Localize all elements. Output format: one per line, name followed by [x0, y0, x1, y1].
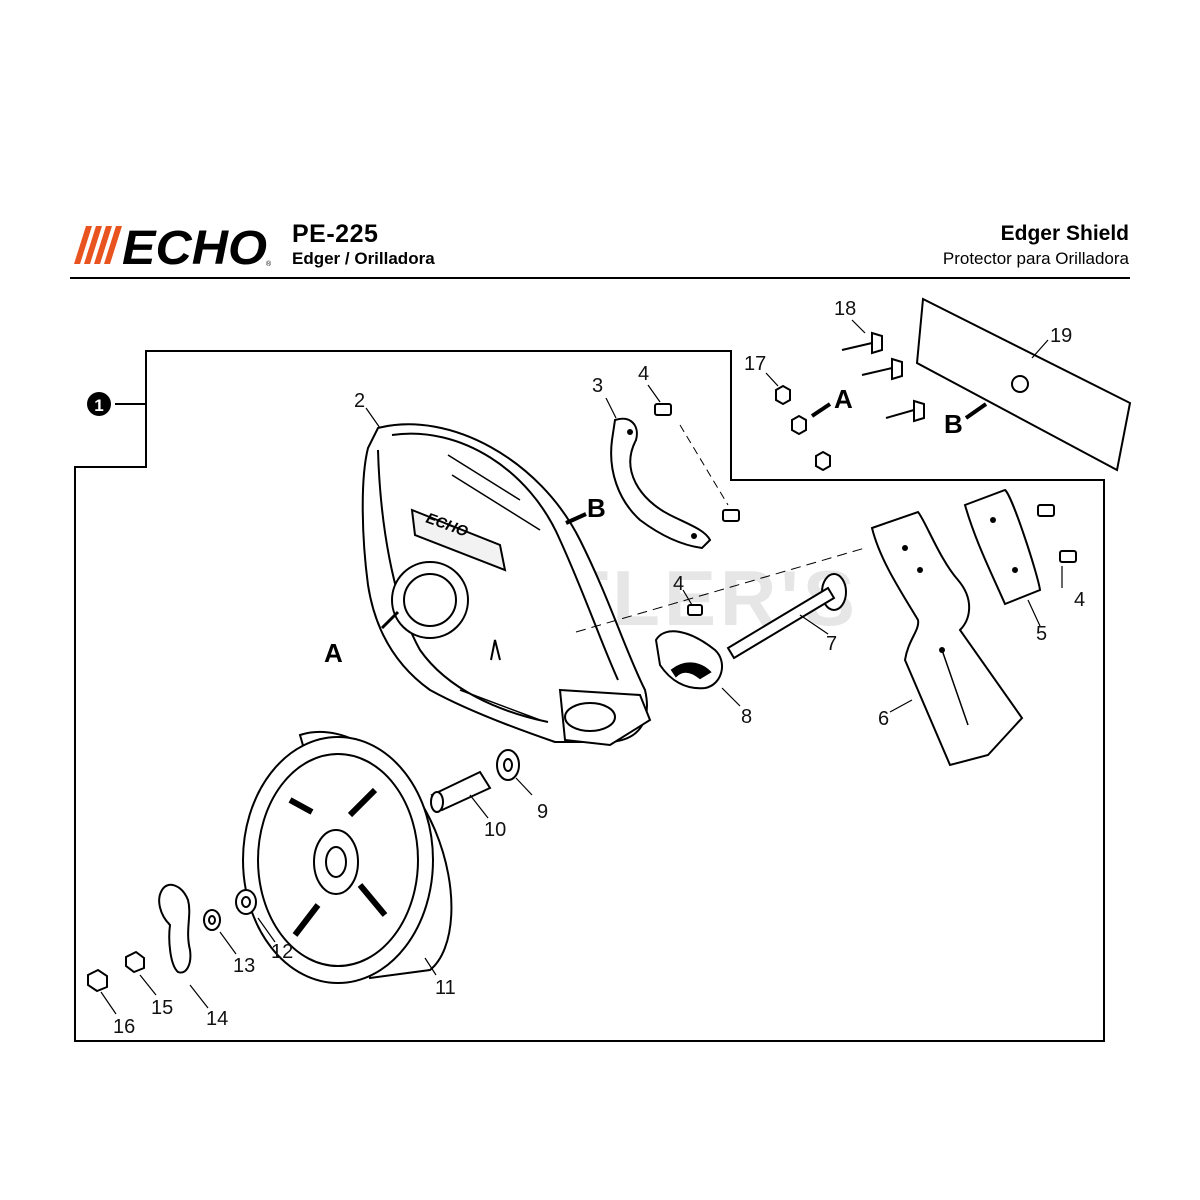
- callout-16: 16: [113, 1016, 135, 1038]
- callout-19: 19: [1050, 325, 1072, 347]
- callout-13: 13: [233, 955, 255, 977]
- wheel: [242, 730, 453, 984]
- depth-plate: [870, 510, 1024, 767]
- spacer-tube: [430, 770, 492, 813]
- callout-3: 3: [592, 375, 603, 397]
- carriage-bolt: [726, 573, 847, 660]
- logo-wordmark: ECHO: [122, 222, 267, 268]
- reference-mark-a: A: [324, 638, 343, 668]
- callout-6: 6: [878, 708, 889, 730]
- reference-mark-a: A: [834, 384, 853, 414]
- svg-text:®: ®: [266, 260, 272, 268]
- section-title-spanish: Protector para Orilladora: [942, 249, 1129, 268]
- product-subtitle: Edger / Orilladora: [292, 249, 435, 268]
- callout-15: 15: [151, 997, 173, 1019]
- callout-4: 4: [673, 573, 684, 595]
- screw: [654, 403, 1077, 616]
- callout-18: 18: [834, 298, 856, 320]
- bracket: [610, 417, 712, 550]
- inset-hardware: [775, 331, 925, 472]
- svg-text:1: 1: [94, 396, 103, 415]
- callout-9: 9: [537, 801, 548, 823]
- assembly-border: [74, 350, 1105, 1042]
- mounting-plate: [963, 488, 1042, 606]
- callout-8: 8: [741, 706, 752, 728]
- callout-4: 4: [1074, 589, 1085, 611]
- section-title: Edger Shield: [1000, 222, 1129, 245]
- leader-lines: [100, 319, 1063, 1015]
- assembly-marker: 1: [87, 392, 111, 416]
- callout-14: 14: [206, 1008, 228, 1030]
- reference-mark-b: B: [587, 493, 606, 523]
- callout-17: 17: [744, 353, 766, 375]
- model-number: PE-225: [292, 220, 379, 248]
- edger-shield-housing: ECHO: [361, 423, 652, 747]
- edger-blade: [915, 297, 1132, 472]
- washer: [496, 749, 520, 781]
- guide-plate: [654, 630, 724, 690]
- callout-12: 12: [271, 941, 293, 963]
- callout-7: 7: [826, 633, 837, 655]
- echo-logo: ECHO ®: [74, 222, 272, 268]
- logo-stripes: [74, 226, 122, 264]
- callout-4: 4: [638, 363, 649, 385]
- callout-5: 5: [1036, 623, 1047, 645]
- header-divider: [70, 277, 1130, 279]
- small-hardware: [87, 883, 257, 993]
- callout-11: 11: [435, 977, 456, 999]
- reference-mark-b: B: [944, 409, 963, 439]
- callout-10: 10: [484, 819, 506, 841]
- callout-2: 2: [354, 390, 365, 412]
